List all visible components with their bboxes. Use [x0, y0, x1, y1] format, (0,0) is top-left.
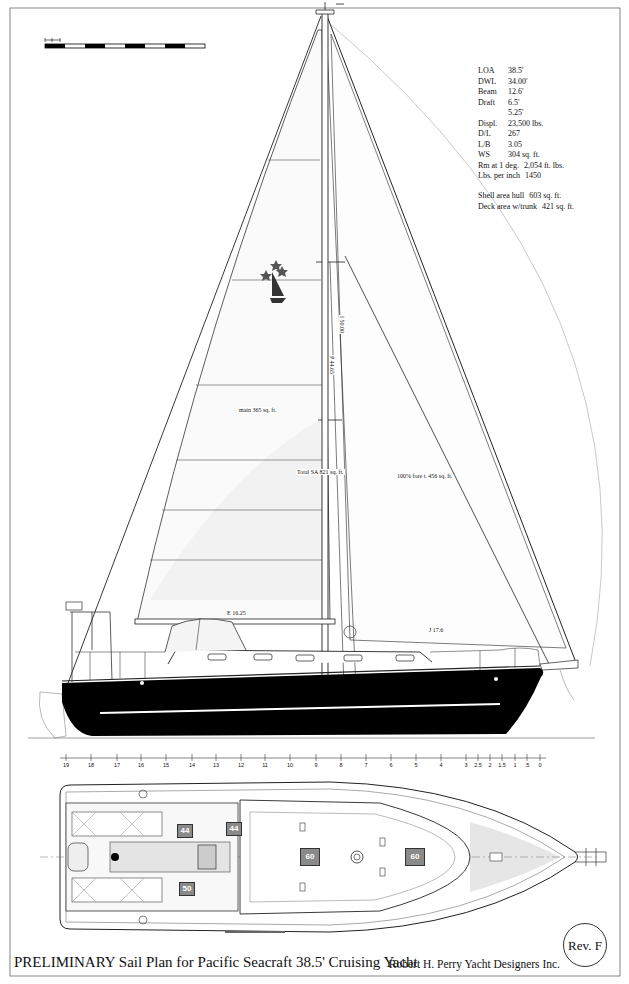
scale-bar — [45, 38, 205, 48]
station-number: .5 — [525, 763, 530, 769]
hatch-size: 44 — [230, 825, 239, 833]
hatch-size: 60 — [411, 853, 420, 861]
station-number: 19 — [63, 763, 69, 769]
sail-dimension: E 16.25 — [226, 610, 247, 616]
spec-name: DWL — [478, 78, 496, 86]
hull-profile — [28, 602, 595, 738]
station-number: 6 — [389, 763, 392, 769]
spec-name: Shell area hull — [478, 192, 524, 200]
station-number: 15 — [163, 763, 169, 769]
spec-value: 2,054 ft. lbs. — [524, 162, 564, 170]
boom — [135, 619, 335, 624]
spec-value: 34.00' — [508, 78, 527, 86]
spec-name: Beam — [478, 88, 497, 96]
spec-value: 267 — [508, 130, 520, 138]
station-number: 1.5 — [498, 763, 506, 769]
mast — [322, 12, 328, 688]
revision-circle: Rev. F — [563, 923, 607, 967]
station-number: 7 — [364, 763, 367, 769]
spec-name: WS — [478, 151, 490, 159]
spec-name: LOA — [478, 67, 494, 75]
station-number: 1 — [513, 763, 516, 769]
hatch-size: 50 — [183, 885, 192, 893]
hatch-size: 44 — [181, 827, 190, 835]
winch — [344, 626, 356, 638]
spec-name: Rm at 1 deg. — [478, 162, 519, 170]
spec-name: Draft — [478, 99, 495, 107]
station-number: 14 — [189, 763, 195, 769]
station-number: 0 — [538, 763, 541, 769]
station-number: 17 — [114, 763, 120, 769]
station-number: 13 — [213, 763, 219, 769]
spec-value: 38.5' — [508, 67, 523, 75]
spec-value: 603 sq. ft. — [529, 192, 561, 200]
hatch-box: 50 — [179, 882, 195, 896]
sail-dimension: main 365 sq. ft. — [238, 407, 278, 413]
spec-value: 5.25' — [508, 109, 523, 117]
spec-name: Displ. — [478, 120, 497, 128]
spec-value: 1450 — [525, 172, 541, 180]
mainsail-shading — [150, 420, 325, 600]
page-frame — [10, 8, 620, 976]
sail-dimension: J 17.6 — [428, 627, 444, 633]
spec-name: Deck area w/trunk — [478, 203, 537, 211]
deck-plan — [40, 782, 606, 933]
spec-value: 23,500 lbs. — [508, 120, 543, 128]
spec-name: D/L — [478, 130, 491, 138]
station-number: 12 — [238, 763, 244, 769]
sail-dimension: 100% fore t. 456 sq. ft. — [396, 473, 453, 479]
station-number: 8 — [339, 763, 342, 769]
hatch-box: 44 — [177, 824, 193, 838]
station-line — [60, 754, 546, 761]
station-number: 10 — [287, 763, 293, 769]
hatch-box: 44 — [226, 822, 242, 836]
hatch-size: 60 — [306, 853, 315, 861]
station-number: 9 — [314, 763, 317, 769]
designer-credit: Robert H. Perry Yacht Designers Inc. — [389, 959, 560, 971]
station-number: 2 — [488, 763, 491, 769]
sail-dimension: Total SA 821 sq. ft. — [296, 469, 345, 475]
rigging — [68, 16, 575, 688]
station-number: 4 — [439, 763, 442, 769]
station-number: 3 — [464, 763, 467, 769]
spec-name: Lbs. per inch — [478, 172, 520, 180]
drawing-title: PRELIMINARY Sail Plan for Pacific Seacra… — [14, 955, 418, 970]
mainsail — [137, 30, 330, 622]
logo — [260, 260, 288, 303]
station-number: 18 — [88, 763, 94, 769]
sail-dimension: I 50.00 — [339, 315, 345, 334]
spec-value: 3.05 — [508, 141, 522, 149]
spec-value: 12.6' — [508, 88, 523, 96]
sail-dimension: P 44.65 — [329, 355, 335, 375]
jib — [331, 34, 566, 648]
station-number: 5 — [414, 763, 417, 769]
spec-value: 6.5' — [508, 99, 519, 107]
revision-label: Rev. F — [568, 939, 602, 952]
spec-value: 421 sq. ft. — [542, 203, 574, 211]
masthead — [316, 2, 344, 14]
battens — [150, 160, 325, 560]
station-number: 11 — [262, 763, 268, 769]
genoa-outline — [330, 24, 602, 666]
hatch-box: 60 — [405, 848, 425, 866]
station-number: 16 — [138, 763, 144, 769]
spec-name: L/B — [478, 141, 490, 149]
station-number: 2.5 — [474, 763, 482, 769]
spec-value: 304 sq. ft. — [508, 151, 540, 159]
hatch-box: 60 — [300, 848, 320, 866]
